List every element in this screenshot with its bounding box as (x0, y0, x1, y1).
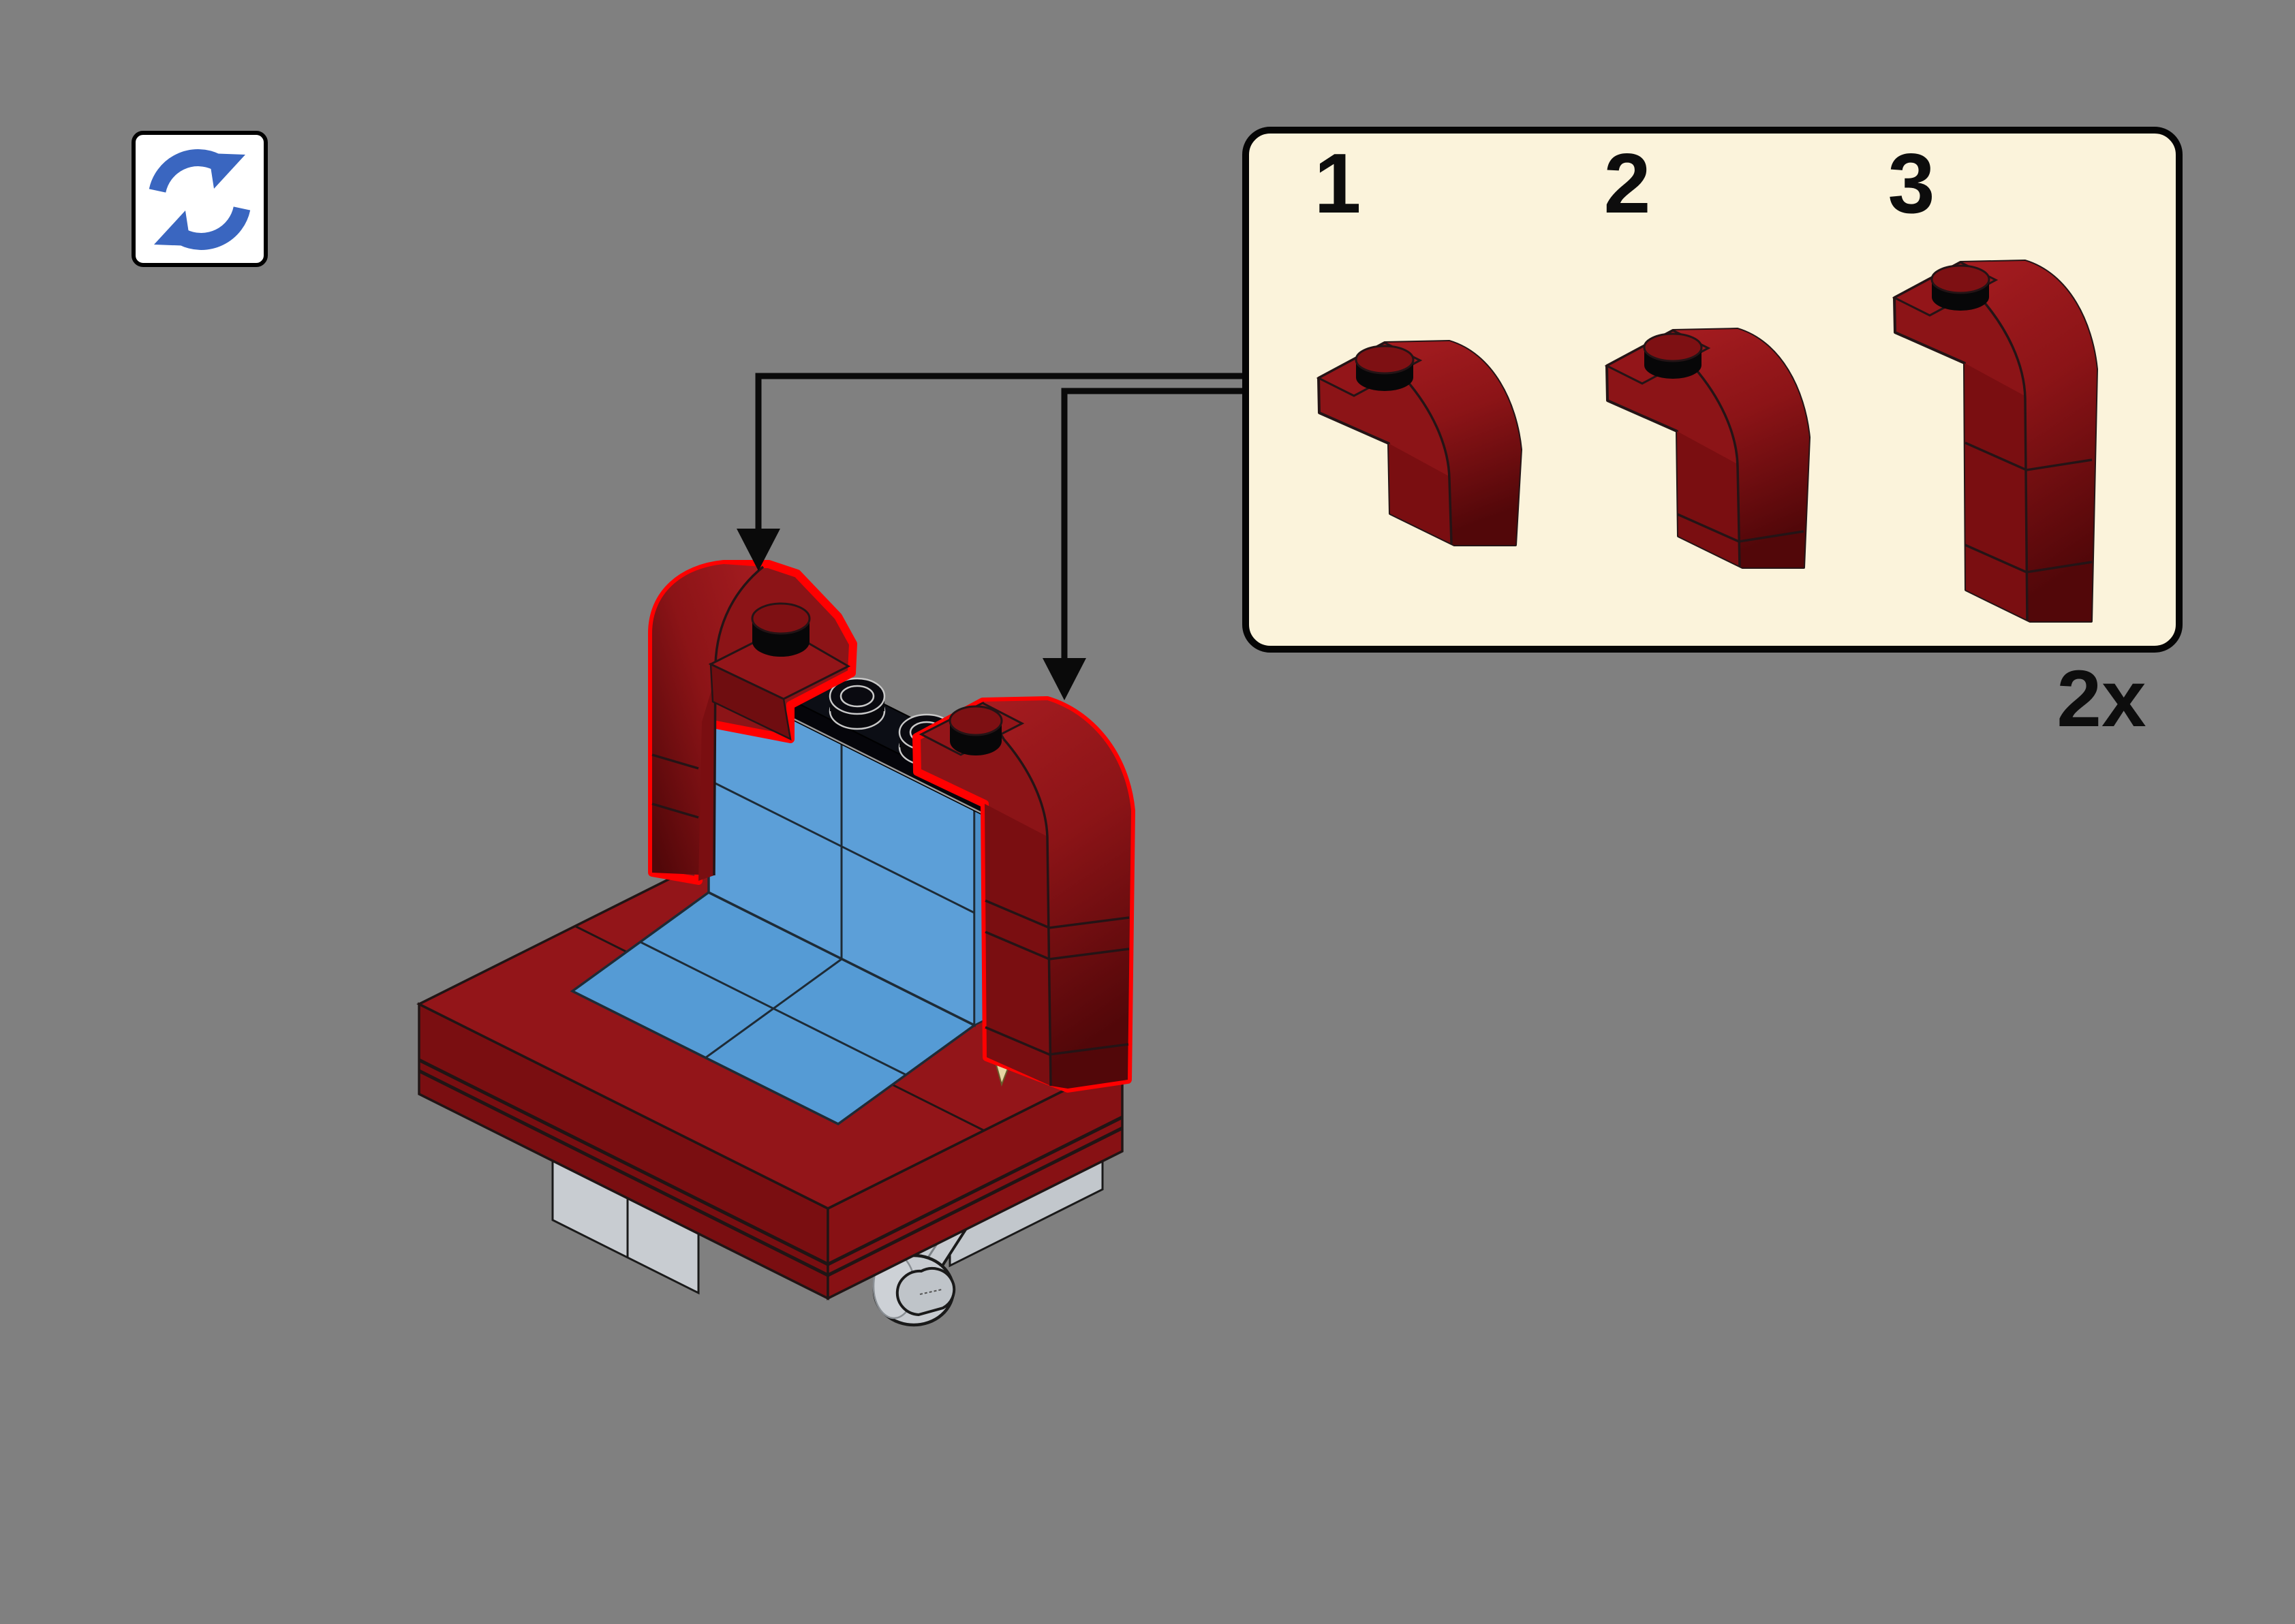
arrowhead-icon (737, 529, 780, 571)
part-preview-3 (1892, 260, 2098, 623)
assembly-render (416, 560, 1135, 1327)
parts-callout: 1 2 3 (1242, 127, 2183, 744)
rotate-icon (149, 149, 251, 250)
part-stud (751, 602, 811, 657)
part-preview-1 (1316, 340, 1522, 546)
callout-arrows (737, 373, 1246, 700)
plate-stud (829, 677, 886, 730)
highlighted-part-left (648, 560, 857, 885)
part-stud (1355, 345, 1415, 391)
rotate-indicator (132, 131, 268, 267)
part-stud (1643, 332, 1703, 379)
callout-step-1-label: 1 (1314, 137, 1361, 231)
callout-arrow-left (755, 373, 1246, 530)
callout-arrow-right (1061, 388, 1246, 659)
arrowhead-icon (1043, 658, 1086, 700)
callout-step-3-label: 3 (1888, 137, 1935, 231)
base-sides (418, 1002, 1124, 1300)
callout-step-2-label: 2 (1604, 137, 1651, 231)
part-stud (949, 705, 1003, 755)
quantity-label: 2x (2057, 654, 2146, 744)
highlighted-part-right (912, 696, 1135, 1093)
part-stud (1930, 264, 1990, 311)
part-preview-2 (1604, 328, 1811, 569)
